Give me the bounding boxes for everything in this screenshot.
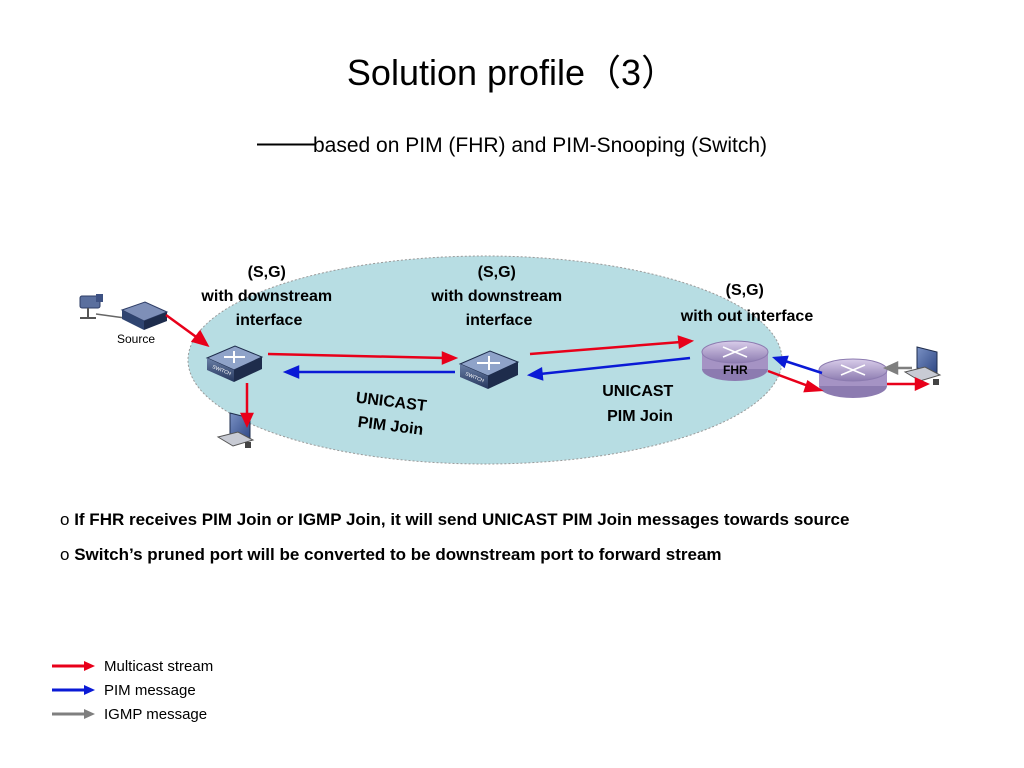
fhr-label: FHR xyxy=(723,363,748,377)
pim-arrow-fhr-switch2 xyxy=(526,356,691,381)
fhr-annotation: (S,G) with out interface xyxy=(680,282,814,325)
legend-label: PIM message xyxy=(104,682,196,699)
page-subtitle: ——based on PIM (FHR) and PIM-Snooping (S… xyxy=(0,126,1024,160)
source-label: Source xyxy=(117,332,155,346)
camera-icon xyxy=(79,294,126,319)
multicast-arrow-source-switch1 xyxy=(165,313,210,348)
fhr-router-icon: FHR xyxy=(701,340,769,381)
legend-label: Multicast stream xyxy=(104,658,214,675)
receiver-pc-left-icon xyxy=(216,412,255,448)
switch1-annotation-line2: with downstream xyxy=(200,288,332,305)
unicast-right-annotation: UNICAST PIM Join xyxy=(602,383,678,425)
legend-multicast-arrow-icon xyxy=(52,661,95,671)
bullet-text: If FHR receives PIM Join or IGMP Join, i… xyxy=(74,510,850,529)
pim-arrow-switch2-switch1 xyxy=(282,365,455,379)
network-diagram: Source SWITCH SWITCH xyxy=(79,255,942,465)
switch2-annotation-line2: with downstream xyxy=(430,288,562,305)
legend-igmp-arrow-icon xyxy=(52,709,95,719)
subtitle-dash: —— xyxy=(256,126,315,159)
bullet-marker: o xyxy=(60,545,70,564)
switch2-annotation-line3: interface xyxy=(466,312,533,329)
bullet-marker: o xyxy=(60,510,70,529)
pim-arrow-router-fhr xyxy=(771,355,823,375)
bullet-list: o If FHR receives PIM Join or IGMP Join,… xyxy=(60,510,849,580)
bullet-item: o If FHR receives PIM Join or IGMP Join,… xyxy=(60,510,849,545)
bullet-text: Switch’s pruned port will be converted t… xyxy=(74,545,722,564)
switch2-annotation-line1: (S,G) xyxy=(478,264,516,281)
switch2-annotation: (S,G) with downstream interface xyxy=(430,264,566,329)
fhr-annotation-line2: with out interface xyxy=(680,308,814,325)
subtitle-text: based on PIM (FHR) and PIM-Snooping (Swi… xyxy=(312,134,767,157)
encoder-icon xyxy=(120,301,169,330)
edge-router-icon xyxy=(818,358,888,398)
multicast-arrow-router-pc xyxy=(887,377,931,391)
multicast-arrow-fhr-router xyxy=(767,369,824,393)
igmp-arrow-pc-router xyxy=(882,361,912,375)
receiver-pc-right-icon xyxy=(903,346,942,385)
bullet-item: o Switch’s pruned port will be converted… xyxy=(60,545,849,580)
switch1-annotation-line3: interface xyxy=(236,312,303,329)
legend-pim-arrow-icon xyxy=(52,685,95,695)
switch1-annotation: (S,G) with downstream interface xyxy=(200,264,336,329)
multicast-arrow-switch2-fhr xyxy=(529,335,695,356)
switch-2-icon: SWITCH xyxy=(458,350,520,389)
page-title: Solution profile（3） xyxy=(346,52,678,93)
multicast-arrow-switch1-switch2 xyxy=(267,351,459,365)
switch1-annotation-line1: (S,G) xyxy=(248,264,286,281)
fhr-annotation-line1: (S,G) xyxy=(726,282,764,299)
unicast-right-line1: UNICAST xyxy=(602,383,673,400)
switch-1-icon: SWITCH xyxy=(205,345,264,382)
unicast-right-line2: PIM Join xyxy=(607,408,673,425)
multicast-arrow-switch1-pc xyxy=(240,383,254,429)
legend-label: IGMP message xyxy=(104,706,208,723)
